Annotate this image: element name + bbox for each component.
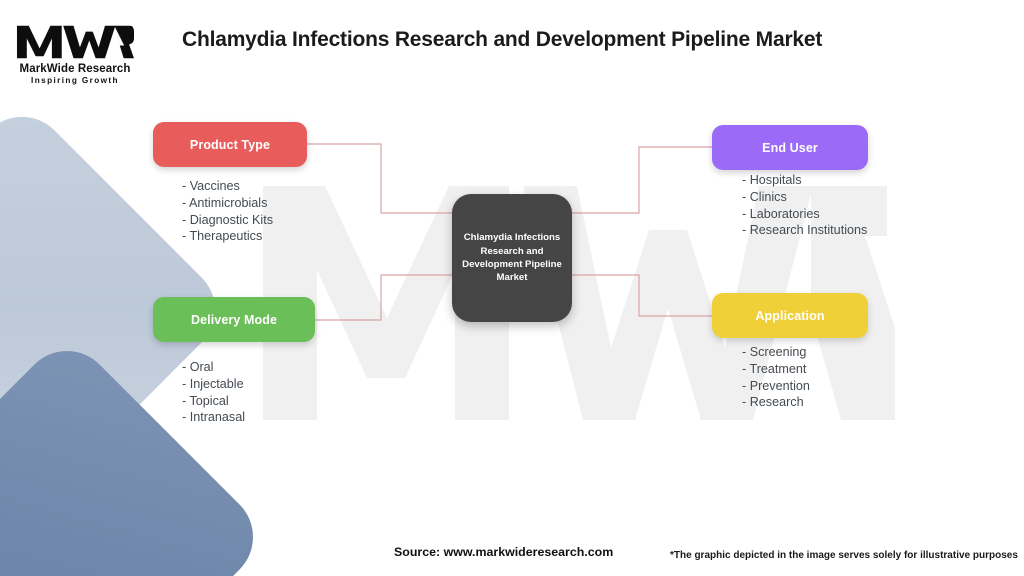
branch-header-end-user[interactable]: End User [712, 125, 868, 170]
center-node: Chlamydia Infections Research and Develo… [452, 194, 572, 322]
connector-delivery-mode [315, 274, 452, 321]
center-node-label: Chlamydia Infections Research and Develo… [462, 232, 562, 284]
brand-logo: MarkWide Research Inspiring Growth [14, 22, 136, 90]
list-item: - Topical [182, 393, 229, 408]
list-item: - Therapeutics [182, 229, 263, 244]
branch-items-end-user: - Hospitals - Clinics - Laboratories - R… [742, 172, 867, 239]
branch-label-end-user: End User [762, 140, 818, 155]
branch-header-product-type[interactable]: Product Type [153, 122, 307, 167]
branch-label-delivery-mode: Delivery Mode [190, 312, 278, 327]
connector-product-type [307, 143, 452, 214]
branch-items-delivery-mode: - Oral - Injectable - Topical - Intranas… [182, 359, 245, 426]
logo-tagline: Inspiring Growth [31, 76, 119, 85]
list-item: - Research [742, 395, 804, 410]
list-item: - Oral [182, 360, 214, 374]
list-item: - Antimicrobials [182, 195, 268, 210]
branch-label-application: Application [755, 308, 825, 323]
list-item: - Research Institutions [742, 223, 868, 238]
connector-end-user [572, 146, 712, 214]
list-item: - Diagnostic Kits [182, 212, 273, 227]
branch-label-product-type: Product Type [189, 137, 271, 152]
branch-header-application[interactable]: Application [712, 293, 868, 338]
list-item: - Vaccines [182, 179, 240, 193]
list-item: - Screening [742, 345, 807, 359]
list-item: - Intranasal [182, 410, 245, 425]
disclaimer-text: *The graphic depicted in the image serve… [670, 550, 1018, 561]
list-item: - Clinics [742, 189, 787, 204]
list-item: - Laboratories [742, 206, 820, 221]
page-title: Chlamydia Infections Research and Develo… [182, 28, 823, 51]
branch-items-application: - Screening - Treatment - Prevention - R… [742, 344, 810, 411]
connector-application [572, 274, 712, 317]
list-item: - Hospitals [742, 173, 802, 187]
list-item: - Treatment [742, 361, 807, 376]
logo-company-name: MarkWide Research [19, 63, 131, 75]
branch-items-product-type: - Vaccines - Antimicrobials - Diagnostic… [182, 178, 273, 245]
list-item: - Injectable [182, 376, 244, 391]
logo-mark-icon [16, 25, 134, 59]
branch-header-delivery-mode[interactable]: Delivery Mode [153, 297, 315, 342]
list-item: - Prevention [742, 378, 810, 393]
source-text: Source: www.markwideresearch.com [394, 545, 614, 559]
